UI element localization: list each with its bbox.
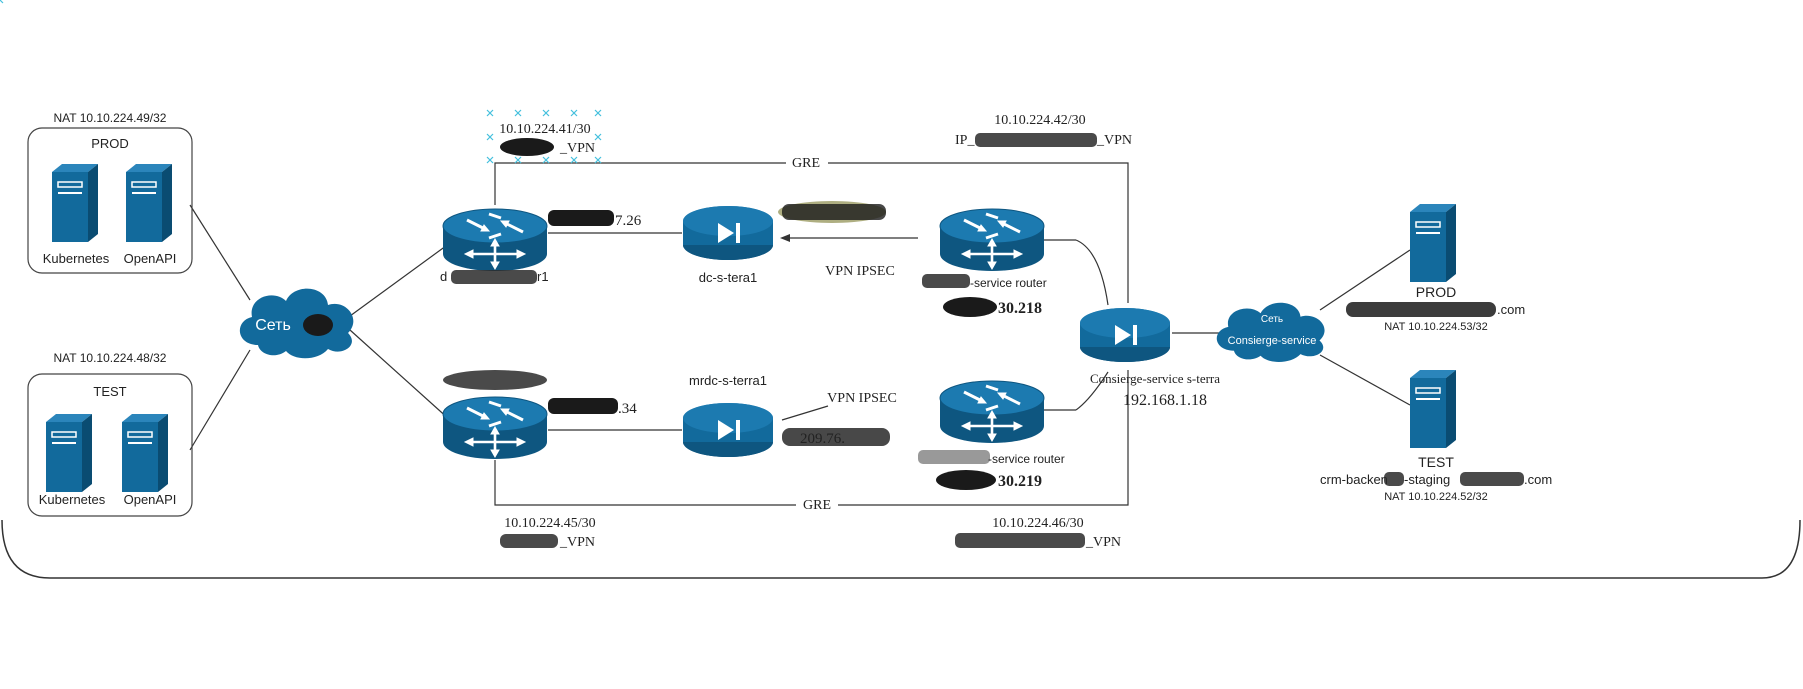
router-top-left-prefix: d <box>440 269 447 284</box>
right-prod-nat: NAT 10.10.224.53/32 <box>1384 321 1488 333</box>
redaction-mark <box>943 297 997 317</box>
redaction-mark <box>303 314 333 336</box>
cs-router-top-ip: 30.218 <box>998 300 1042 317</box>
cs-router-bottom-ip: 30.219 <box>998 473 1042 490</box>
router-top-left-ip: 7.26 <box>615 213 642 229</box>
prod-server-icon[interactable] <box>1409 203 1457 283</box>
selection-handles <box>0 0 602 164</box>
stera-bottom-name: mrdc-s-terra1 <box>689 373 767 388</box>
redaction-mark <box>1460 472 1524 486</box>
bottom-left-subnet: 10.10.224.45/30 <box>504 516 595 531</box>
right-prod-host-suffix: .com <box>1497 302 1525 317</box>
right-test-host-mid: -staging <box>1404 472 1450 487</box>
redaction-mark <box>548 398 618 414</box>
redaction-mark <box>1346 302 1496 317</box>
test-kubernetes-label: Kubernetes <box>39 492 106 507</box>
kubernetes-server-icon <box>51 163 99 243</box>
test-group-box <box>27 373 193 517</box>
prod-kubernetes-label: Kubernetes <box>43 251 110 266</box>
router-bottom-left-ip: .34 <box>618 401 637 417</box>
ipsec-bottom-label: VPN IPSEC <box>827 391 897 406</box>
openapi-server-icon <box>121 413 169 493</box>
prod-nat-label: NAT 10.10.224.49/32 <box>54 111 167 125</box>
redaction-mark <box>500 138 554 156</box>
cs-sterra-name: Consierge-service s-terra <box>1090 371 1220 386</box>
redaction-mark <box>548 210 614 226</box>
stera-top-name: dc-s-tera1 <box>699 270 758 285</box>
network-cloud-icon <box>1216 302 1325 362</box>
prod-group-title: PROD <box>91 136 129 151</box>
top-right-vpn-suffix: _VPN <box>1096 133 1132 148</box>
router-top-left-suffix: r1 <box>537 269 549 284</box>
right-test-host-prefix: crm-backen <box>1320 472 1388 487</box>
test-openapi-label: OpenAPI <box>124 492 177 507</box>
top-right-vpn-prefix: IP_ <box>955 133 975 148</box>
top-left-subnet: 10.10.224.41/30 <box>499 122 590 137</box>
gre-bottom-label: GRE <box>803 498 831 513</box>
cloud-right-line2: Consierge-service <box>1228 335 1317 347</box>
bottom-right-subnet: 10.10.224.46/30 <box>992 516 1083 531</box>
router-icon[interactable] <box>938 207 1046 273</box>
prod-openapi-label: OpenAPI <box>124 251 177 266</box>
right-test-title: TEST <box>1418 454 1454 470</box>
cs-router-top-label: -service router <box>970 276 1047 290</box>
s-terra-vpn-icon[interactable] <box>1080 308 1170 362</box>
redaction-mark <box>922 274 970 288</box>
cloud-left-label: Сеть <box>255 317 291 334</box>
router-icon[interactable] <box>441 395 549 461</box>
s-terra-vpn-icon[interactable] <box>683 206 773 260</box>
redaction-mark <box>936 470 996 490</box>
router-icon[interactable] <box>938 379 1046 445</box>
gre-top-label: GRE <box>792 156 820 171</box>
prod-group-box <box>27 127 193 274</box>
right-prod-title: PROD <box>1416 284 1456 300</box>
stera-bottom-ip: 209.76. <box>800 431 845 447</box>
router-icon[interactable] <box>441 207 549 273</box>
redaction-mark <box>1384 472 1404 486</box>
top-right-subnet: 10.10.224.42/30 <box>994 113 1085 128</box>
test-nat-label: NAT 10.10.224.48/32 <box>54 351 167 365</box>
openapi-server-icon <box>125 163 173 243</box>
top-left-vpn: _VPN <box>559 141 595 156</box>
test-group-title: TEST <box>93 384 126 399</box>
redaction-mark <box>443 370 547 390</box>
s-terra-vpn-icon[interactable] <box>683 403 773 457</box>
redaction-mark <box>955 533 1085 548</box>
test-server-icon[interactable] <box>1409 369 1457 449</box>
outer-frame <box>1 519 1801 579</box>
kubernetes-server-icon <box>45 413 93 493</box>
bottom-right-vpn: _VPN <box>1085 535 1121 550</box>
redaction-mark <box>782 204 886 220</box>
right-test-host-suffix: .com <box>1524 472 1552 487</box>
redaction-mark <box>975 133 1097 147</box>
ipsec-top-label: VPN IPSEC <box>825 264 895 279</box>
redaction-mark <box>782 428 890 446</box>
cs-router-bottom-label: -service router <box>988 452 1065 466</box>
redaction-mark <box>451 270 537 284</box>
redaction-mark <box>918 450 990 464</box>
bottom-left-vpn: _VPN <box>559 535 595 550</box>
cs-sterra-ip: 192.168.1.18 <box>1123 392 1207 409</box>
cloud-right-line1: Сеть <box>1261 314 1283 325</box>
right-test-nat: NAT 10.10.224.52/32 <box>1384 491 1488 503</box>
redaction-mark <box>500 534 558 548</box>
